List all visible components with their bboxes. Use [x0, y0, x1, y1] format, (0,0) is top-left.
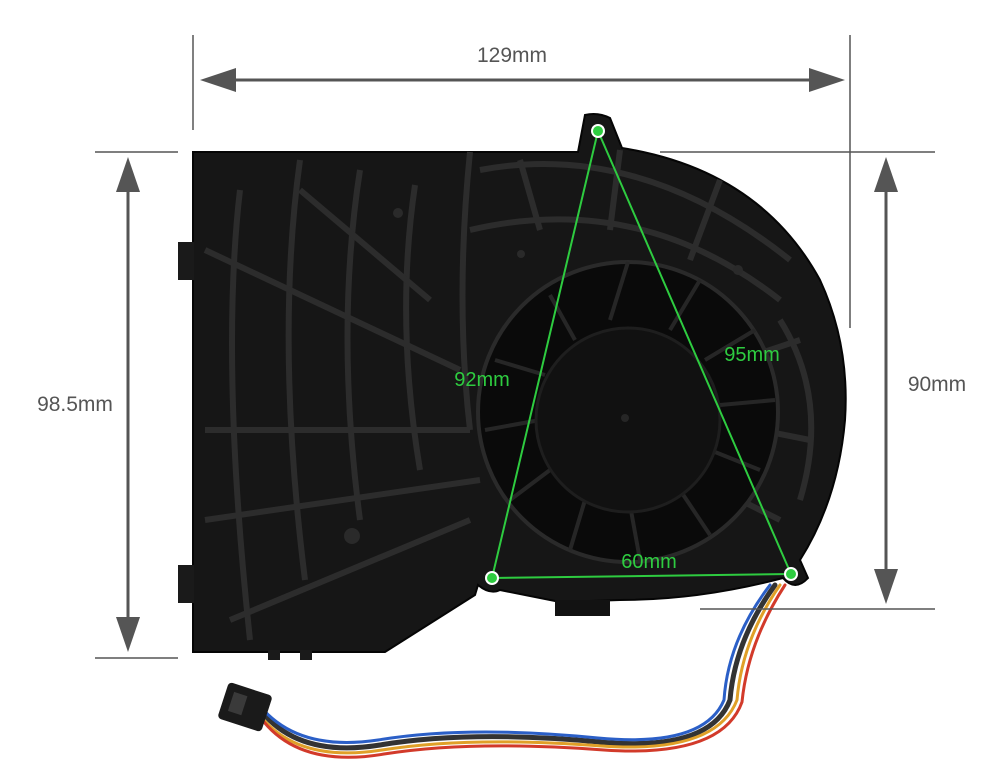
molded-dot — [517, 250, 525, 258]
mounting-holes — [485, 124, 798, 585]
impeller-blades — [484, 261, 776, 561]
molded-dot — [733, 265, 743, 275]
molded-dot — [393, 208, 403, 218]
dimension-lines — [95, 35, 935, 659]
molded-dot — [344, 528, 360, 544]
mounting-hole-right — [784, 567, 798, 581]
width-label: 129mm — [477, 44, 547, 67]
fan-cable — [258, 582, 787, 759]
right-height-label: 90mm — [908, 373, 966, 396]
left-clip-top — [178, 242, 194, 280]
blower-fan — [178, 113, 847, 660]
bottom-tab-left — [268, 650, 280, 660]
fan-connector — [218, 682, 272, 732]
housing-ribs — [203, 149, 815, 641]
bottom-tab-center — [555, 600, 610, 616]
hub-center — [621, 414, 629, 422]
mounting-hole-left — [485, 571, 499, 585]
left-height-dimension-arrow — [116, 157, 140, 652]
mounting-triangle — [491, 130, 792, 579]
mounting-hole-top — [591, 124, 605, 138]
width-dimension-arrow — [200, 68, 845, 92]
right-height-dimension-arrow — [874, 157, 898, 604]
side-b-label: 95mm — [724, 344, 780, 366]
side-a-label: 92mm — [454, 369, 510, 391]
side-c-label: 60mm — [621, 551, 677, 573]
left-clip-bottom — [178, 565, 194, 603]
bottom-tab-right — [300, 650, 312, 660]
left-height-label: 98.5mm — [37, 393, 113, 416]
